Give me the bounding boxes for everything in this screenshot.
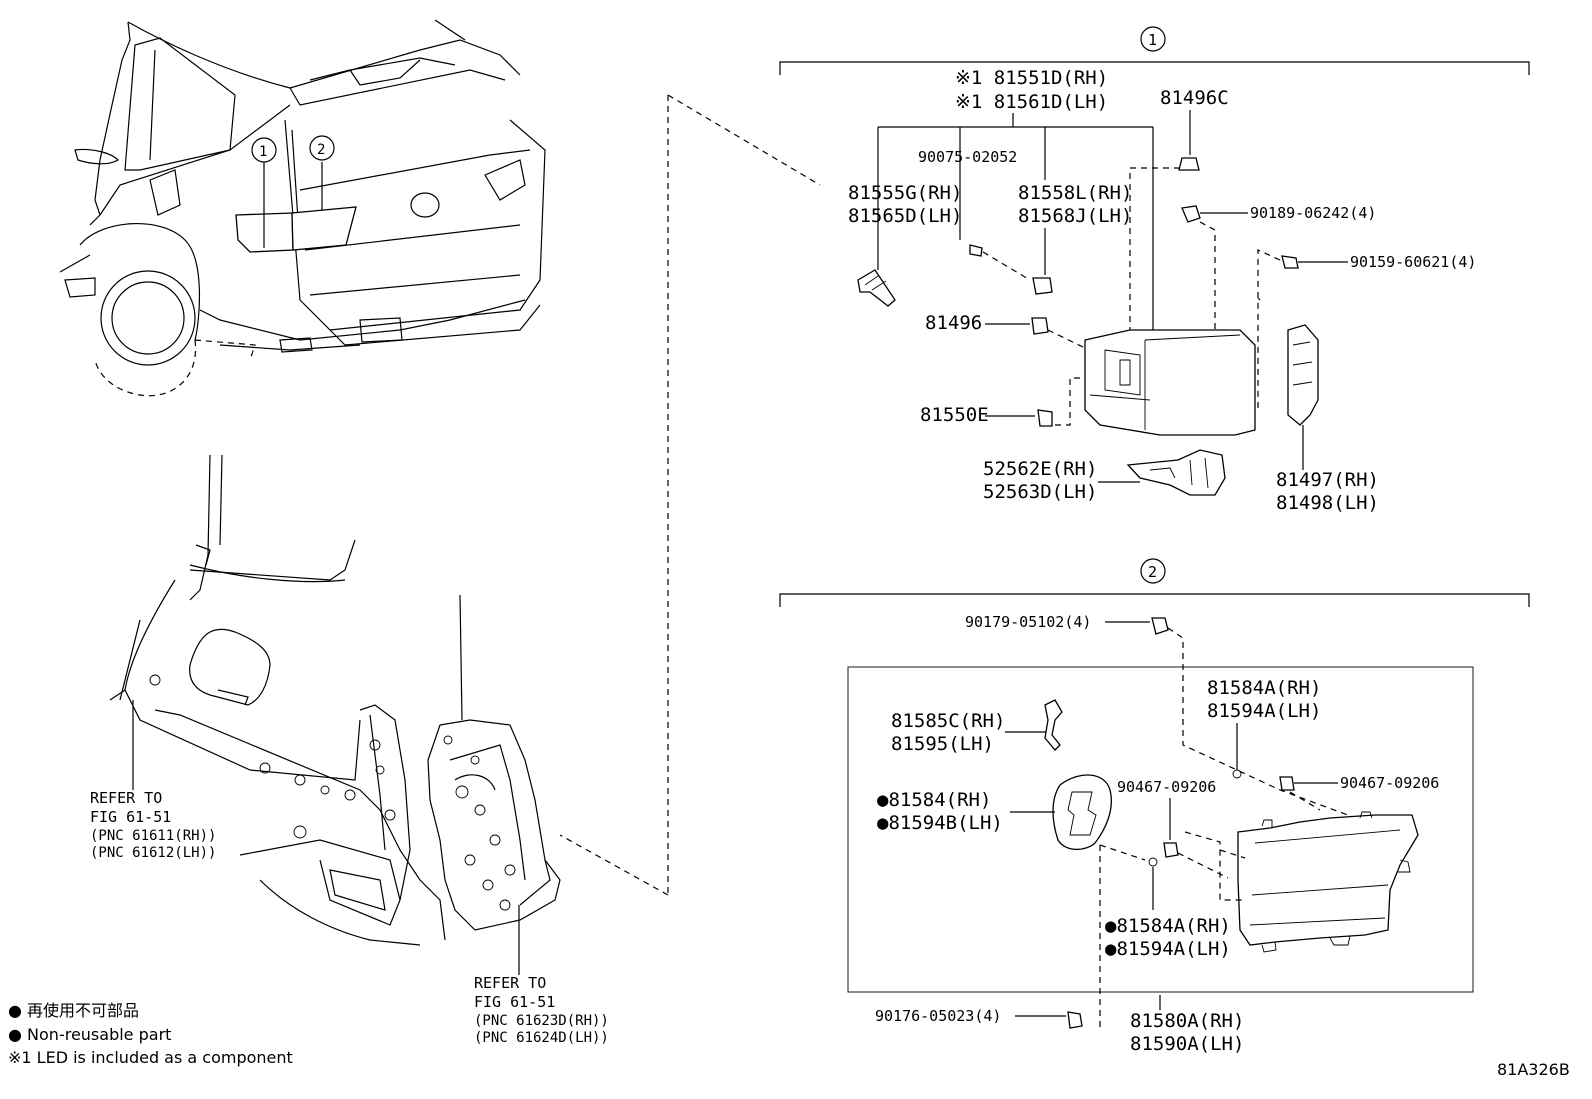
vehicle-rear-illustration: 1 2 xyxy=(59,19,546,397)
part-81561D: ※1 81561D(LH) xyxy=(955,91,1108,113)
part-81590A: 81590A(LH) xyxy=(1130,1033,1244,1055)
part-81594A-top: 81594A(LH) xyxy=(1207,700,1321,722)
part-81595: 81595(LH) xyxy=(891,733,994,755)
refer-left-line4: (PNC 61612(LH)) xyxy=(90,845,216,861)
legend: ● 再使用不可部品 ● Non-reusable part ※1 LED is … xyxy=(8,1001,293,1067)
wire-81585C xyxy=(1044,699,1063,751)
screw-90467-right xyxy=(1279,776,1295,791)
group-1-circle-label: 1 xyxy=(1148,31,1157,49)
assembly-box xyxy=(847,666,1474,993)
screw-90179 xyxy=(1151,617,1169,635)
part-90467-09206-center: 90467-09206 xyxy=(1117,778,1216,796)
screw-90159 xyxy=(1281,255,1299,269)
part-81594B: ●81594B(LH) xyxy=(877,812,1003,834)
part-81568J: 81568J(LH) xyxy=(1018,205,1132,227)
gasket-81584 xyxy=(1052,774,1112,851)
refer-right-line3: (PNC 61623D(RH)) xyxy=(474,1013,609,1029)
body-panel-illustration xyxy=(109,454,561,946)
vehicle-callout-1: 1 xyxy=(259,144,267,160)
diagram-code: 81A326B xyxy=(1497,1060,1570,1079)
refer-left-line3: (PNC 61611(RH)) xyxy=(90,828,216,844)
part-81565D: 81565D(LH) xyxy=(848,205,962,227)
refer-right-line2: FIG 61-51 xyxy=(474,993,555,1011)
group-1: 1 ※1 81551D(RH) ※1 81561D(LH) 81496C 900… xyxy=(779,26,1530,514)
refer-left: REFER TO FIG 61-51 (PNC 61611(RH)) (PNC … xyxy=(90,789,216,861)
part-52563D: 52563D(LH) xyxy=(983,481,1097,503)
part-81584: ●81584(RH) xyxy=(877,789,991,811)
part-81496: 81496 xyxy=(925,312,982,334)
legend-line-led-note: ※1 LED is included as a component xyxy=(8,1048,293,1067)
clip-81550E xyxy=(1037,409,1053,427)
part-90189-06242: 90189-06242(4) xyxy=(1250,204,1376,222)
part-90075-02052: 90075-02052 xyxy=(918,148,1017,166)
group-2-circle-label: 2 xyxy=(1148,563,1157,581)
part-81580A: 81580A(RH) xyxy=(1130,1010,1244,1032)
refer-right-line4: (PNC 61624D(LH)) xyxy=(474,1030,609,1046)
group-2: 2 90179-05102(4) 81584A(RH) 81594A(LH) 8… xyxy=(779,558,1530,1055)
part-90159-60621: 90159-60621(4) xyxy=(1350,253,1476,271)
clip-81496C xyxy=(1178,157,1200,171)
screw-90075 xyxy=(969,244,983,257)
vehicle-callout-2: 2 xyxy=(317,142,325,158)
rear-combination-lamp-1 xyxy=(1084,329,1256,436)
rear-lamp-garnish-81580A xyxy=(1237,814,1419,946)
part-81584A-top: 81584A(RH) xyxy=(1207,677,1321,699)
rear-lamp-2-on-vehicle xyxy=(291,206,357,251)
part-81550E: 81550E xyxy=(920,404,989,426)
part-90179-05102: 90179-05102(4) xyxy=(965,613,1091,631)
part-81498: 81498(LH) xyxy=(1276,492,1379,514)
legend-line-non-reusable: ● Non-reusable part xyxy=(8,1025,171,1044)
socket-wire-81555G xyxy=(857,269,896,307)
cover-81497 xyxy=(1287,324,1319,426)
screw-90467-center xyxy=(1163,842,1179,858)
screw-90176 xyxy=(1067,1011,1083,1029)
legend-line-japanese: ● 再使用不可部品 xyxy=(8,1001,139,1020)
clip-81496 xyxy=(1031,317,1049,335)
part-81594A-bottom: ●81594A(LH) xyxy=(1105,938,1231,960)
part-90467-09206-right: 90467-09206 xyxy=(1340,774,1439,792)
part-90176-05023: 90176-05023(4) xyxy=(875,1007,1001,1025)
part-81555G: 81555G(RH) xyxy=(848,182,962,204)
part-52562E: 52562E(RH) xyxy=(983,458,1097,480)
refer-left-line2: FIG 61-51 xyxy=(90,808,171,826)
bracket-52562E xyxy=(1126,449,1226,496)
part-81584A-bottom: ●81584A(RH) xyxy=(1105,915,1231,937)
part-81558L: 81558L(RH) xyxy=(1018,182,1132,204)
part-81551D: ※1 81551D(RH) xyxy=(955,67,1108,89)
refer-left-line1: REFER TO xyxy=(90,789,162,807)
refer-right-line1: REFER TO xyxy=(474,974,546,992)
part-81496C: 81496C xyxy=(1160,87,1229,109)
part-81497: 81497(RH) xyxy=(1276,469,1379,491)
refer-right: REFER TO FIG 61-51 (PNC 61623D(RH)) (PNC… xyxy=(474,974,609,1046)
bracket-81558L xyxy=(1032,277,1053,295)
screw-90189 xyxy=(1181,205,1201,223)
part-81585C: 81585C(RH) xyxy=(891,710,1005,732)
